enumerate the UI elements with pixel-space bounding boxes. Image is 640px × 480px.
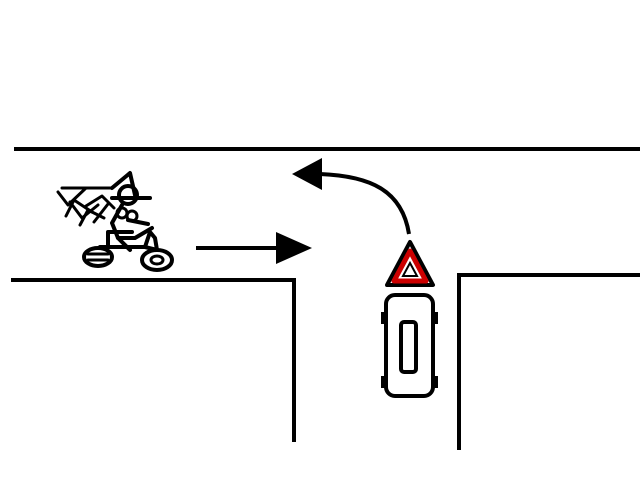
- arrow-left-turn-icon: [292, 158, 411, 235]
- motion-lines: [56, 186, 116, 227]
- car-icon: [381, 293, 438, 398]
- warning-triangle-icon: [385, 240, 435, 287]
- motorcycle-rear-wheel: [82, 246, 114, 268]
- arrow-right-icon: [196, 232, 312, 264]
- road-edges: [11, 147, 640, 450]
- road-bottom-right-edge: [457, 273, 640, 450]
- motorcycle-icon: [56, 171, 174, 272]
- road-bottom-left-edge: [11, 278, 296, 442]
- rider-figure: [110, 171, 154, 252]
- motorcycle-front-wheel: [140, 248, 174, 272]
